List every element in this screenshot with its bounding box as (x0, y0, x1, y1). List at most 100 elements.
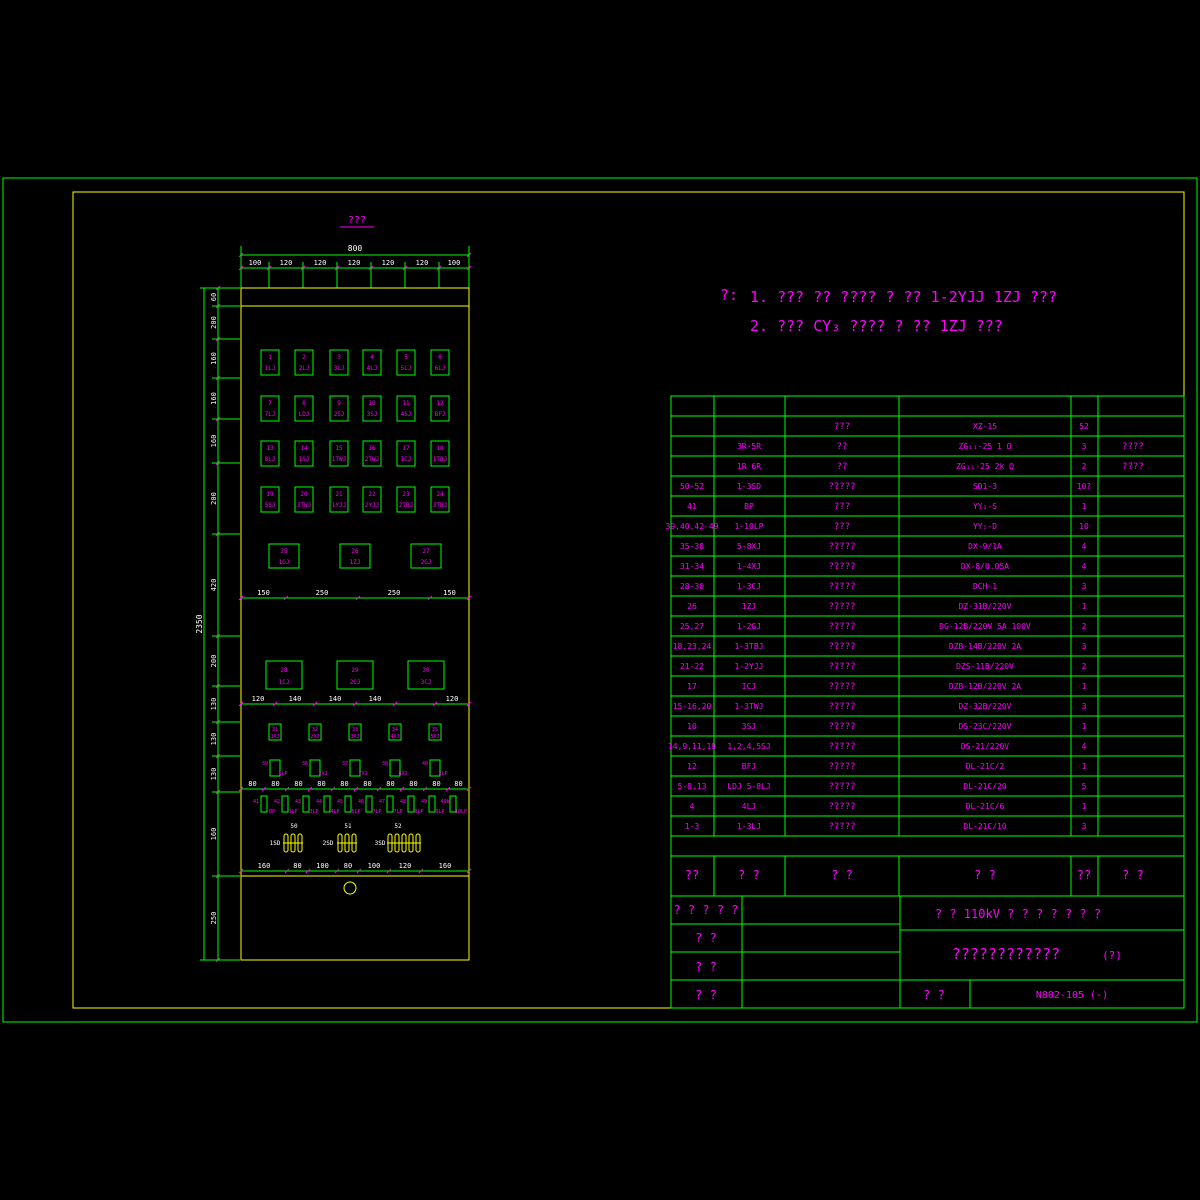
table-cell: 1 (1082, 502, 1087, 511)
relay-box (260, 486, 280, 513)
relay-box (388, 723, 402, 741)
relay-label: 4XJ (390, 734, 399, 740)
dim-row-tick (238, 701, 244, 707)
drawing-number: N802-105 (-) (1036, 990, 1108, 1001)
dim-sub-label: 100 (448, 259, 461, 267)
pressplate-label: BP (269, 809, 275, 815)
relay-number: 37 (342, 761, 348, 767)
table-header-cell: ? ? (831, 868, 853, 882)
relay-label: 8XJ (398, 771, 407, 777)
dim-row-tick (466, 786, 472, 792)
dim-row-tick (466, 595, 472, 601)
table-cell: 2 (1082, 462, 1087, 471)
pressplate-label: 5LP (351, 809, 360, 815)
table-cell: DL-21C/20 (963, 782, 1007, 791)
table-cell: 17 (687, 682, 697, 691)
table-cell: 14,9,11,19 (668, 742, 716, 751)
table-cell: YY₁-D (973, 522, 997, 531)
table-cell: 10? (1077, 482, 1092, 491)
relay-box (308, 723, 322, 741)
relay-number: 19 (266, 491, 274, 498)
table-cell: DCH-1 (973, 582, 997, 591)
relay-label: 1XJ (270, 734, 279, 740)
relay-label: 1TWJ (332, 456, 346, 463)
pressplate-number: 46 (358, 799, 364, 805)
dim-row-tick (283, 595, 289, 601)
table-cell: DZ-31B/220V (959, 602, 1012, 611)
relay-label: 6LJ (435, 365, 446, 372)
table-cell: ????? (828, 602, 855, 612)
table-cell: ?? (837, 462, 848, 472)
panel-lamp (343, 881, 357, 895)
table-cell: ????? (828, 822, 855, 832)
dim-row-tick (238, 786, 244, 792)
relay-label: 1LJ (265, 365, 276, 372)
table-cell: 1-4XJ (737, 562, 761, 571)
dim-chain-label: 200 (210, 492, 218, 505)
table-cell: 1-10LP (735, 522, 764, 531)
relay-number: 12 (436, 400, 444, 407)
dim-row-tick (418, 868, 424, 874)
relay-number: 3 (337, 354, 341, 361)
relay-box (294, 349, 314, 376)
relay-number: 29 (351, 667, 359, 674)
relay-number: 14 (300, 445, 308, 452)
table-cell: 3SJ (742, 722, 756, 731)
table-cell: ICJ (742, 682, 756, 691)
relay-label: 5SJ (265, 502, 276, 509)
relay-box (396, 395, 416, 422)
relay-label: 3TWJ (297, 502, 311, 509)
relay-label: 1GJ (279, 559, 290, 566)
dim-sub-label: 100 (249, 259, 262, 267)
pressplate-box (365, 795, 373, 813)
table-cell: ????? (828, 782, 855, 792)
table-cell: 1-2GJ (737, 622, 761, 631)
dim-row-tick (305, 868, 311, 874)
relay-box (349, 759, 361, 777)
dim-row-tick (330, 786, 336, 792)
relay-label: 2SJ (334, 411, 345, 418)
table-header-cell: ?? (685, 868, 699, 882)
pressplate-label: 8LP (414, 809, 423, 815)
notes-line-1: 1. ??? ?? ???? ? ?? 1-2YJJ 1ZJ ??? (750, 288, 1057, 306)
table-cell: 21-22 (680, 662, 704, 671)
relay-number: 30 (422, 667, 430, 674)
table-cell: XZ-15 (973, 422, 997, 431)
table-cell: ????? (828, 582, 855, 592)
drawing-number-label: ? ? (923, 988, 945, 1002)
dim-row-tick (445, 786, 451, 792)
relay-label: 2CJ (350, 679, 361, 686)
table-cell: 1 (1082, 722, 1087, 731)
dim-row-tick (272, 701, 278, 707)
table-cell: 3 (1082, 642, 1087, 651)
pressplate-box (344, 795, 352, 813)
relay-box (336, 660, 374, 690)
dim-row-tick (284, 786, 290, 792)
dim-sub-label: 120 (348, 259, 361, 267)
relay-label: 3LJ (334, 365, 345, 372)
relay-box (430, 440, 450, 467)
dim-chain-label: 200 (210, 655, 218, 668)
table-cell: 5-8XJ (737, 542, 761, 551)
relay-label: 2LJ (299, 365, 310, 372)
title-block: ? ? ? ? ? ? ? ? ? ? ? ? ? 110kV ? ? ? ? … (670, 895, 1185, 1009)
table-cell: ????? (828, 682, 855, 692)
relay-label: 1LP (278, 771, 287, 777)
table-cell: ????? (828, 662, 855, 672)
table-cell: 3 (1082, 442, 1087, 451)
pressplate-number: 41 (253, 799, 259, 805)
dim-row-tick (355, 595, 361, 601)
relay-label: 2LP (438, 771, 447, 777)
project-name: ? ? 110kV ? ? ? ? ? ? ? (935, 907, 1101, 921)
pressplate-number: 48 (400, 799, 406, 805)
relay-box (396, 349, 416, 376)
dim-chain-label: 200 (210, 316, 218, 329)
dim-row-label: 80 (409, 780, 417, 788)
table-cell: ??? (834, 502, 850, 512)
pressplate-label: 7LP (372, 809, 381, 815)
relay-box (389, 759, 401, 777)
relay-number: 31 (272, 727, 278, 733)
relay-number: 6 (438, 354, 442, 361)
table-cell: DX-8/0.05A (961, 562, 1009, 571)
